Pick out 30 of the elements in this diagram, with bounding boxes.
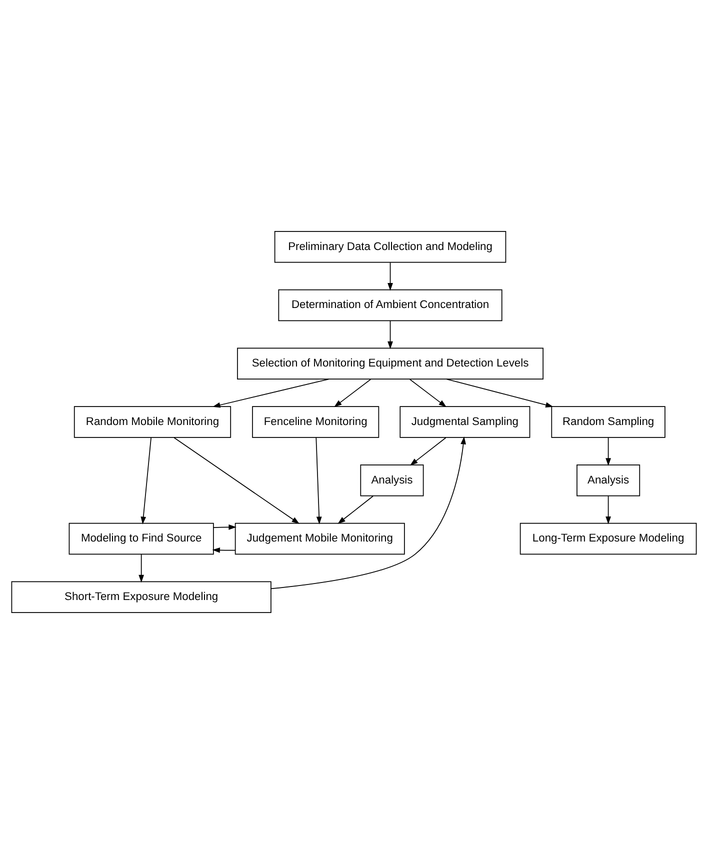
node-box: Analysis <box>576 464 640 496</box>
arrow <box>410 436 446 466</box>
arrow <box>174 436 300 524</box>
arrow <box>606 495 612 524</box>
arrow <box>334 378 372 407</box>
arrow <box>446 378 554 408</box>
node-box: Judgement Mobile Monitoring <box>234 522 405 554</box>
arrow <box>140 436 152 524</box>
node-box: Determination of Ambient Concentration <box>278 288 502 321</box>
node-box: Preliminary Data Collection and Modeling <box>274 230 506 262</box>
node-box: Long-Term Exposure Modeling <box>520 522 697 554</box>
arrow <box>212 546 236 552</box>
arrow <box>388 320 393 349</box>
arrow <box>338 495 374 524</box>
node-box: Judgmental Sampling <box>400 406 530 438</box>
node-box: Selection of Monitoring Equipment and Detection Levels <box>237 347 544 379</box>
node-box: Fenceline Monitoring <box>252 406 380 438</box>
node-box: Short-Term Exposure Modeling <box>11 580 272 612</box>
arrow <box>138 554 144 582</box>
node-box: Random Sampling <box>551 406 666 438</box>
arrow <box>213 524 236 530</box>
arrow <box>409 378 446 407</box>
node-box: Modeling to Find Source <box>68 522 214 554</box>
node-box: Random Mobile Monitoring <box>74 406 232 438</box>
arrow <box>212 378 330 408</box>
arrow <box>606 436 612 466</box>
arrow <box>270 436 466 589</box>
node-box: Analysis <box>360 464 424 496</box>
arrow <box>388 262 393 290</box>
arrow <box>316 436 322 524</box>
